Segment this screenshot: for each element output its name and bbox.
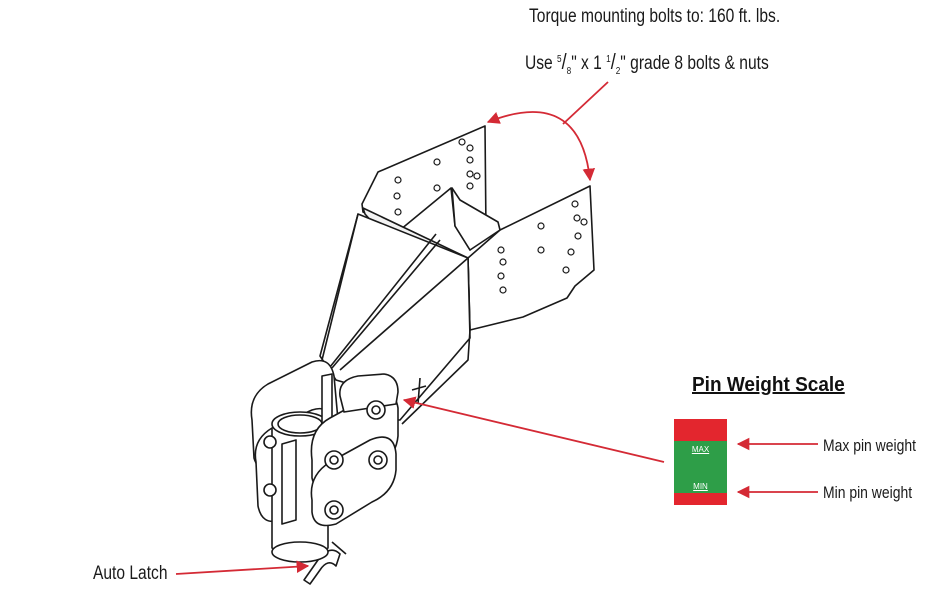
pin-leader-line (402, 396, 665, 463)
mount-bracket-drawing (250, 125, 595, 585)
bolt-spec-mid: " x 1 (571, 53, 607, 74)
bolt-spec-suffix: " grade 8 bolts & nuts (620, 53, 769, 74)
scale-max-mark: MAX (691, 445, 710, 454)
leader-arrows (175, 81, 818, 575)
bolt-length-numerator: 1 (606, 54, 611, 65)
bolt-spec-label: Use 5/8" x 1 1/2" grade 8 bolts & nuts (525, 49, 769, 77)
bolt-spec-prefix: Use (525, 53, 558, 74)
torque-spec-label: Torque mounting bolts to: 160 ft. lbs. (529, 6, 781, 27)
bolt-length-denominator: 2 (615, 66, 621, 77)
auto-latch-label: Auto Latch (93, 563, 168, 584)
torque-leader-line (562, 81, 609, 125)
bolt-diameter-numerator: 5 (557, 54, 562, 65)
torque-curved-arrow (486, 111, 596, 182)
scale-ok-zone (674, 441, 727, 493)
bolt-holes (393, 138, 588, 294)
scale-under-zone (674, 493, 727, 505)
bolt-diameter-denominator: 8 (566, 66, 572, 77)
scale-min-mark: MIN (693, 482, 708, 491)
auto-latch-arrow (175, 560, 310, 575)
scale-over-zone (674, 419, 727, 441)
pin-weight-scale-title: Pin Weight Scale (692, 374, 845, 396)
min-pin-weight-label: Min pin weight (823, 483, 913, 502)
pin-weight-scale-gauge: MAX MIN (674, 419, 727, 505)
max-pin-weight-label: Max pin weight (823, 436, 916, 455)
